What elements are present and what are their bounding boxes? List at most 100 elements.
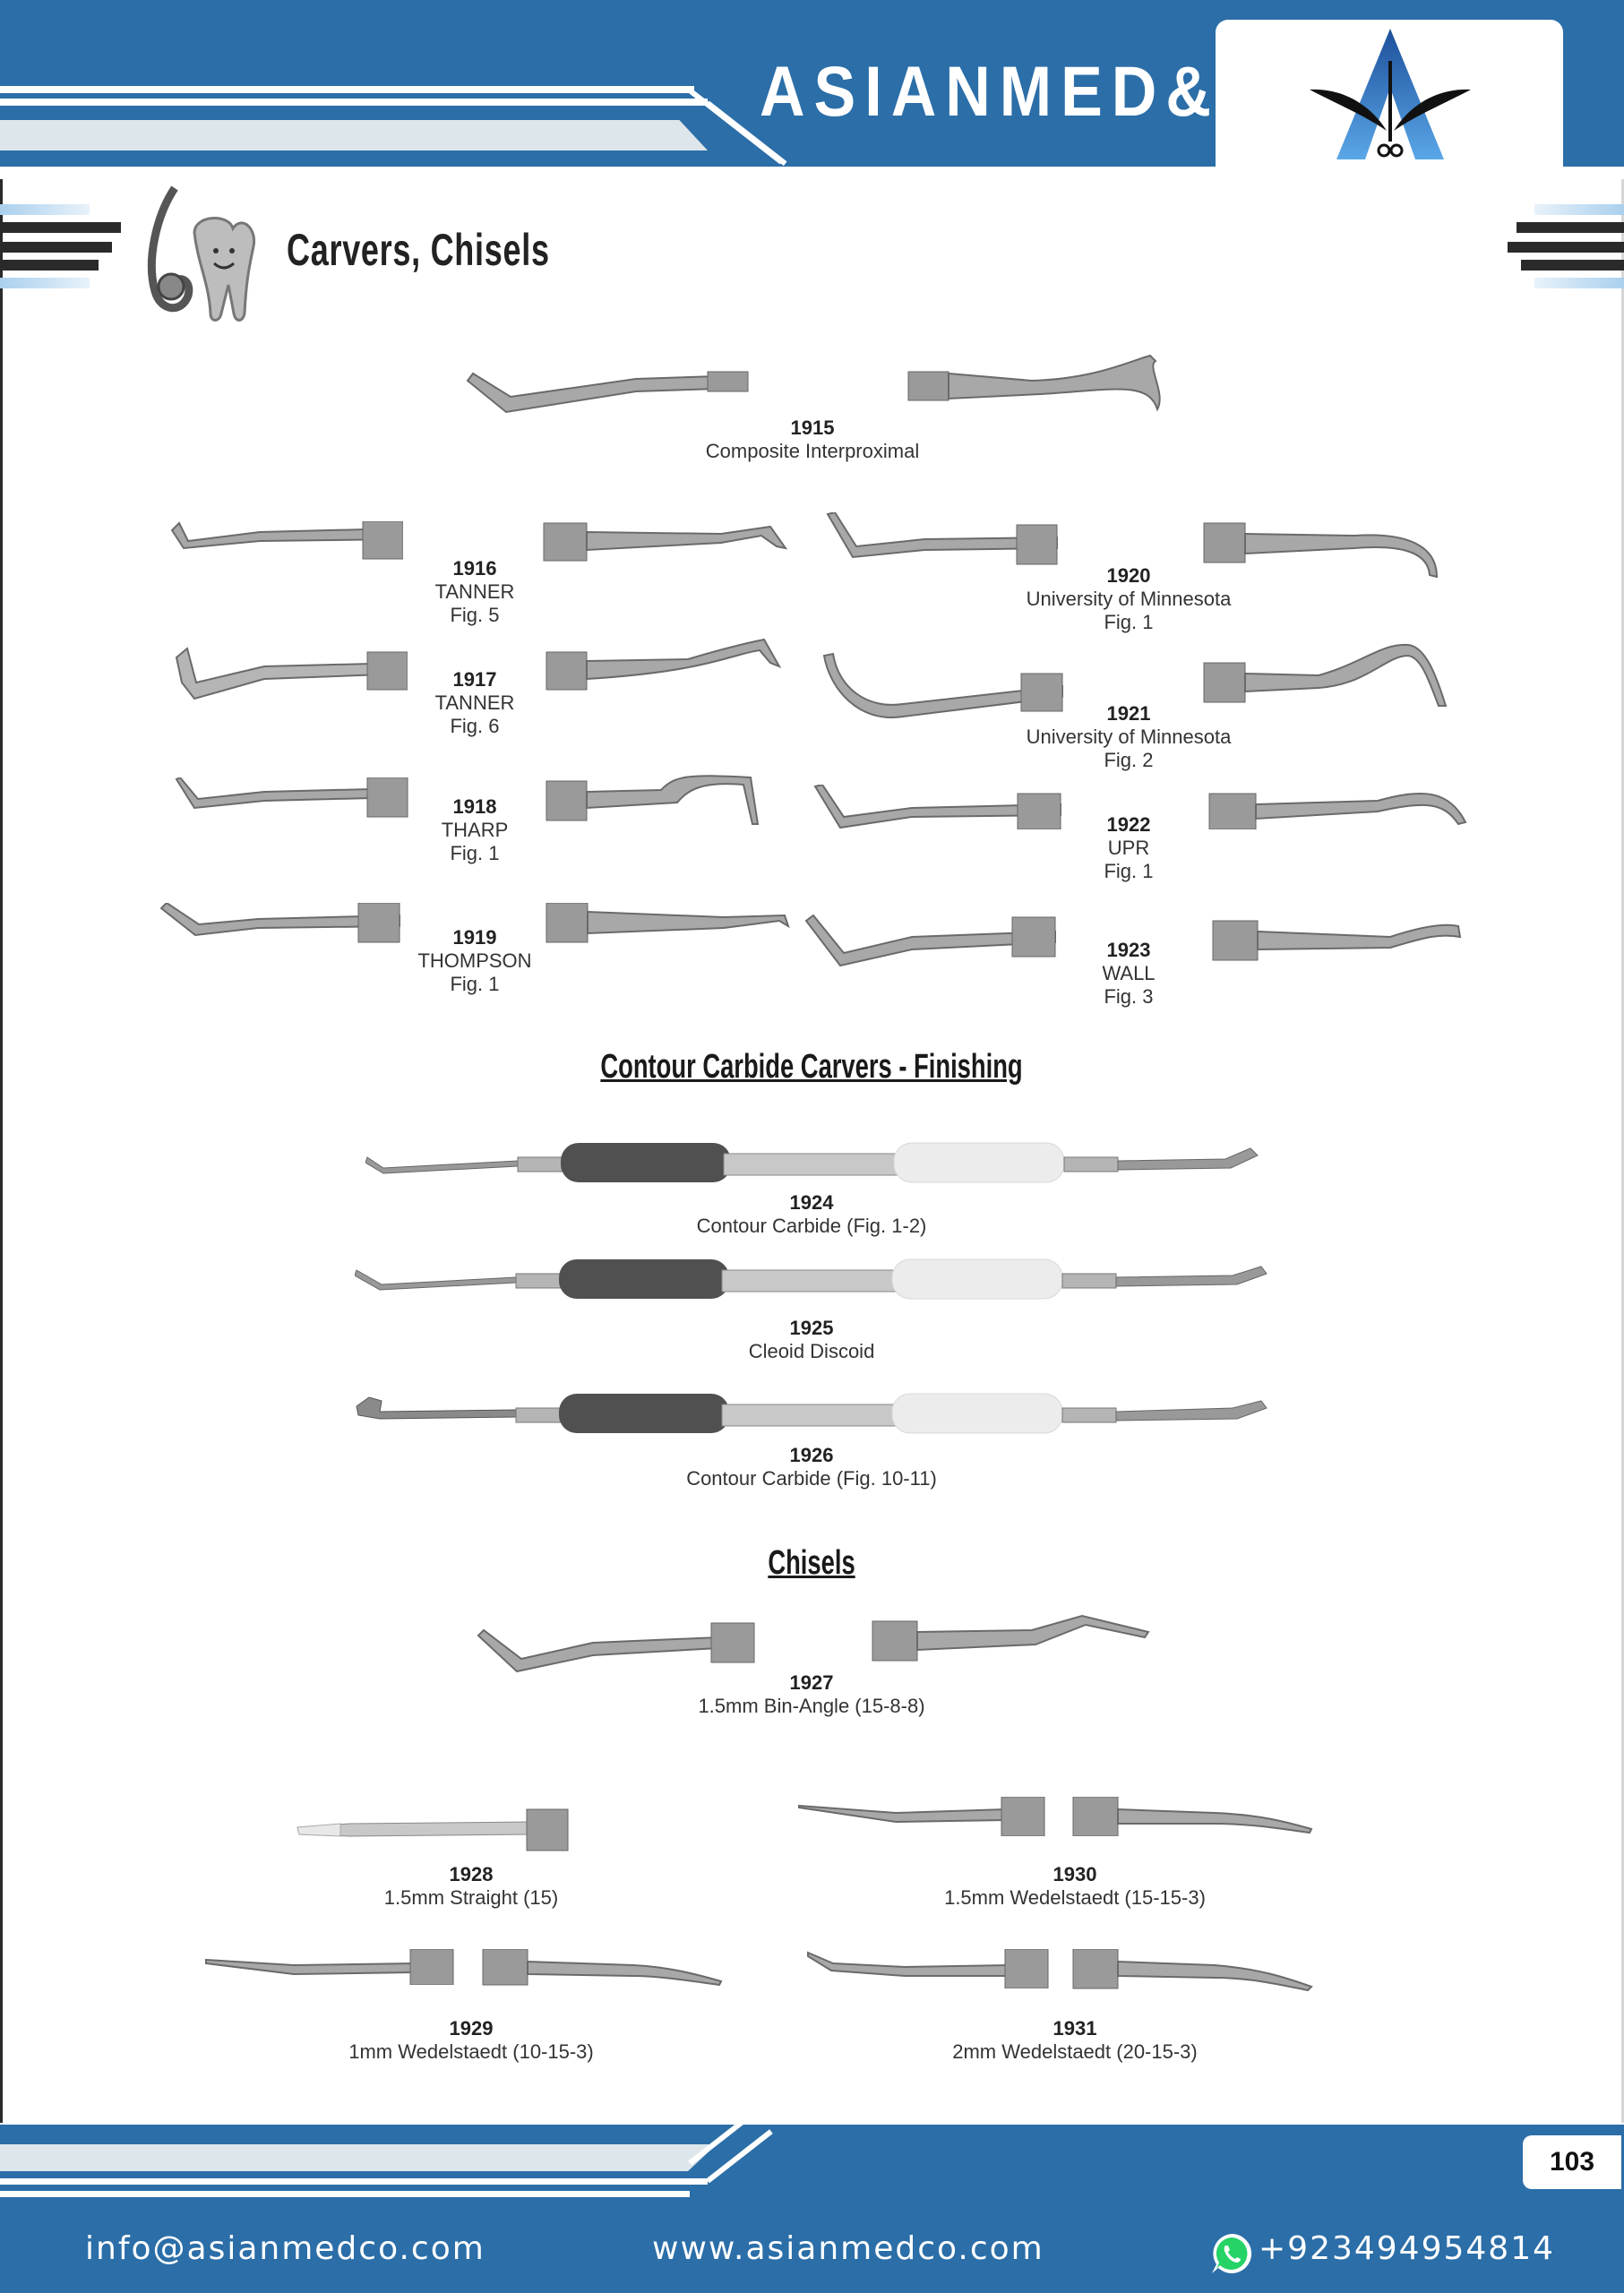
instrument-1930-right: [1072, 1797, 1313, 1836]
product-name: University of Minnesota: [1026, 726, 1232, 748]
product-name: 1.5mm Straight (15): [383, 1886, 559, 1909]
instrument-1926: [356, 1393, 1267, 1434]
footer-email[interactable]: info@asianmedco.com: [85, 2230, 485, 2267]
instrument-1917-left: [175, 647, 408, 700]
product-fig: Fig. 3: [1104, 985, 1154, 1008]
header-stripe: [0, 86, 694, 93]
product-code: 1925: [789, 1317, 834, 1339]
product-code: 1918: [452, 795, 497, 818]
footer-stripe: [0, 2191, 690, 2197]
page-footer: 103: [0, 2106, 1624, 2293]
product-1925: 1925 Cleoid Discoid: [588, 1317, 1035, 1363]
instrument-1918-left: [175, 777, 408, 818]
product-1916: 1916 TANNER Fig. 5: [385, 557, 564, 627]
page-number: 103: [1523, 2135, 1621, 2189]
instrument-1930-left: [798, 1797, 1045, 1836]
product-name: THOMPSON: [417, 949, 532, 972]
product-code: 1928: [449, 1863, 494, 1885]
product-code: 1930: [1053, 1863, 1097, 1885]
instrument-1928: [296, 1808, 569, 1851]
product-name: Cleoid Discoid: [748, 1340, 875, 1362]
instrument-1920-left: [826, 512, 1058, 565]
product-name: UPR: [1107, 837, 1150, 859]
product-code: 1929: [449, 2017, 494, 2040]
product-fig: Fig. 2: [1104, 749, 1154, 771]
product-1920: 1920 University of Minnesota Fig. 1: [994, 564, 1263, 634]
instrument-1929-left: [205, 1949, 454, 1985]
product-1929: 1929 1mm Wedelstaedt (10-15-3): [292, 2017, 650, 2064]
chisels-section-heading: Chisels: [768, 1544, 855, 1582]
instrument-1915-right: [907, 354, 1161, 412]
product-name: TANNER: [434, 691, 515, 714]
logo-container: [1216, 20, 1563, 167]
product-name: Contour Carbide (Fig. 10-11): [686, 1467, 937, 1490]
product-code: 1920: [1106, 564, 1151, 587]
instrument-1931-right: [1072, 1949, 1313, 1992]
product-1931: 1931 2mm Wedelstaedt (20-15-3): [896, 2017, 1254, 2064]
dental-tooth-icon: [147, 185, 256, 322]
product-1915: 1915 Composite Interproximal: [633, 417, 992, 463]
product-name: WALL: [1102, 962, 1156, 984]
instrument-1923-left: [804, 914, 1056, 967]
product-1924: 1924 Contour Carbide (Fig. 1-2): [588, 1191, 1035, 1238]
product-code: 1923: [1106, 939, 1151, 961]
product-code: 1927: [789, 1671, 834, 1694]
contour-section-heading: Contour Carbide Carvers - Finishing: [600, 1048, 1023, 1086]
instrument-1921-right: [1203, 643, 1448, 707]
instrument-1927-left: [477, 1622, 755, 1673]
instrument-1917-right: [546, 638, 782, 691]
footer-stripe: [0, 2178, 708, 2185]
header-grey-band: [0, 120, 708, 150]
product-name: 2mm Wedelstaedt (20-15-3): [952, 2040, 1198, 2063]
left-side-stripes: [0, 204, 121, 303]
product-code: 1919: [452, 926, 497, 949]
instrument-1921-left: [822, 652, 1063, 719]
instrument-1920-right: [1203, 522, 1439, 578]
instrument-1924: [365, 1142, 1259, 1183]
instrument-1919-right: [546, 903, 790, 943]
product-fig: Fig. 1: [450, 973, 500, 995]
product-fig: Fig. 1: [450, 842, 500, 864]
product-fig: Fig. 5: [450, 604, 500, 626]
product-code: 1917: [452, 668, 497, 691]
header-stripe: [0, 99, 708, 106]
product-1928: 1928 1.5mm Straight (15): [337, 1863, 606, 1910]
product-name: Composite Interproximal: [705, 440, 920, 462]
product-1926: 1926 Contour Carbide (Fig. 10-11): [588, 1444, 1035, 1490]
product-code: 1915: [790, 417, 835, 439]
product-1922: 1922 UPR Fig. 1: [1039, 813, 1218, 883]
footer-grey-band: [0, 2144, 717, 2171]
instrument-1918-right: [546, 775, 760, 825]
instrument-1919-left: [159, 903, 400, 943]
instrument-1922-left: [813, 785, 1061, 829]
page-title: Carvers, Chisels: [287, 225, 550, 275]
instrument-1927-right: [872, 1614, 1150, 1662]
product-code: 1921: [1106, 702, 1151, 725]
footer-website[interactable]: www.asianmedco.com: [652, 2230, 1044, 2267]
product-name: 1.5mm Bin-Angle (15-8-8): [698, 1695, 925, 1717]
instrument-1931-left: [807, 1949, 1049, 1988]
product-code: 1916: [452, 557, 497, 580]
product-1921: 1921 University of Minnesota Fig. 2: [994, 702, 1263, 772]
product-name: TANNER: [434, 580, 515, 603]
product-name: 1.5mm Wedelstaedt (15-15-3): [944, 1886, 1206, 1909]
instrument-1916-right: [543, 522, 788, 562]
product-fig: Fig. 6: [450, 715, 500, 737]
footer-diagonal: [688, 2106, 762, 2166]
product-1917: 1917 TANNER Fig. 6: [385, 668, 564, 738]
whatsapp-icon: [1212, 2233, 1252, 2273]
right-border: [1621, 179, 1624, 2123]
instrument-1923-right: [1212, 920, 1462, 961]
left-border: [0, 179, 3, 2123]
footer-diagonal: [706, 2129, 773, 2184]
product-1923: 1923 WALL Fig. 3: [1039, 939, 1218, 1009]
product-fig: Fig. 1: [1104, 860, 1154, 882]
footer-phone[interactable]: +923494954814: [1259, 2230, 1556, 2267]
instrument-1916-left: [170, 521, 403, 560]
product-1930: 1930 1.5mm Wedelstaedt (15-15-3): [896, 1863, 1254, 1910]
product-name: University of Minnesota: [1026, 588, 1232, 610]
product-code: 1926: [789, 1444, 834, 1466]
product-1918: 1918 THARP Fig. 1: [385, 795, 564, 865]
product-fig: Fig. 1: [1104, 611, 1154, 633]
product-code: 1922: [1106, 813, 1151, 836]
